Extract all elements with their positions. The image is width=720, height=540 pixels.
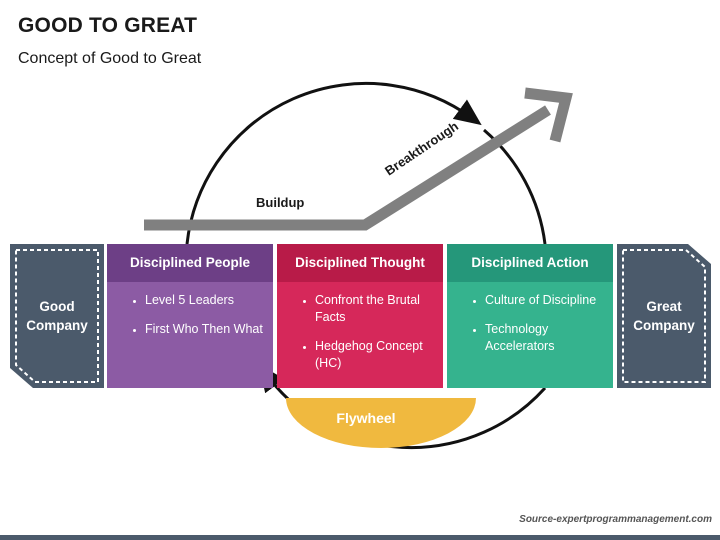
column-list: Confront the Brutal Facts Hedgehog Conce… <box>277 292 443 372</box>
column-heading: Disciplined People <box>107 244 273 282</box>
great-company-line2: Company <box>633 318 695 333</box>
cycle-arc-top <box>185 81 482 245</box>
list-item: Hedgehog Concept (HC) <box>315 338 443 372</box>
disciplined-action-column: Disciplined Action Culture of Discipline… <box>447 244 613 388</box>
good-company-line2: Company <box>26 318 88 333</box>
list-item: Culture of Discipline <box>485 292 613 309</box>
source-credit: Source-expertprogrammanagement.com <box>519 514 712 525</box>
good-company-box <box>10 244 104 388</box>
disciplined-people-column: Disciplined People Level 5 Leaders First… <box>107 244 273 388</box>
buildup-label: Buildup <box>256 195 305 210</box>
flywheel-shape <box>286 398 476 448</box>
disciplined-thought-column: Disciplined Thought Confront the Brutal … <box>277 244 443 388</box>
page-subtitle: Concept of Good to Great <box>18 50 202 67</box>
column-list: Culture of Discipline Technology Acceler… <box>447 292 613 355</box>
list-item: Level 5 Leaders <box>145 292 273 309</box>
great-company-box <box>617 244 711 388</box>
list-item: First Who Then What <box>145 321 273 338</box>
column-heading: Disciplined Thought <box>277 244 443 282</box>
flywheel-label: Flywheel <box>336 410 396 426</box>
growth-arrow <box>144 105 551 231</box>
growth-arrow-head <box>524 87 573 143</box>
column-heading: Disciplined Action <box>447 244 613 282</box>
column-list: Level 5 Leaders First Who Then What <box>107 292 273 338</box>
good-company-label: Good Company <box>10 244 104 388</box>
list-item: Confront the Brutal Facts <box>315 292 443 326</box>
great-company-label: Great Company <box>617 244 711 388</box>
great-company-line1: Great <box>646 299 682 314</box>
bottom-bar <box>0 535 720 540</box>
good-company-line1: Good <box>39 299 75 314</box>
list-item: Technology Accelerators <box>485 321 613 355</box>
page-title: GOOD TO GREAT <box>18 14 198 37</box>
